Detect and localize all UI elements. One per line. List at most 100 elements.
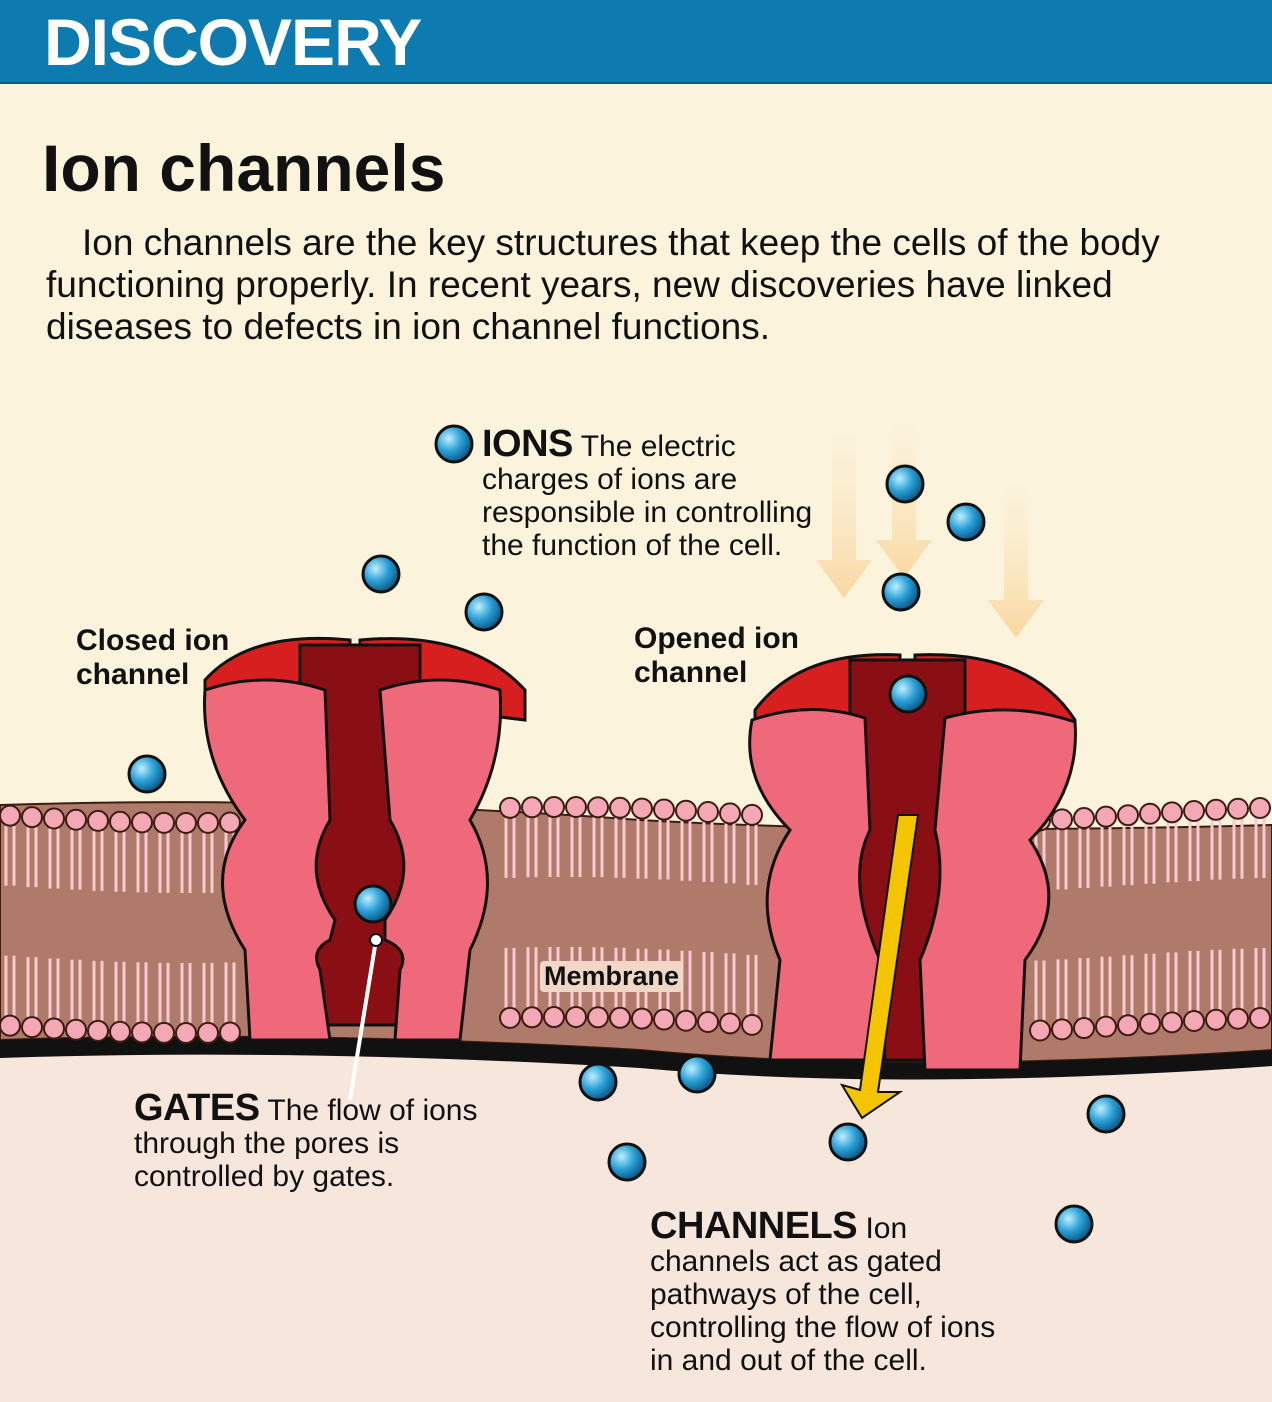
lipid-head — [175, 811, 197, 834]
lipid-tail — [548, 817, 560, 878]
ion-icon — [353, 884, 393, 924]
lipid-tail — [70, 959, 82, 1020]
channels-note-line4: controlling the flow of ions — [650, 1311, 996, 1344]
opened-channel-label-line1: Opened ion — [634, 622, 799, 655]
lipid-head — [1249, 796, 1271, 819]
ion-flow-arrow — [839, 814, 920, 1120]
lipid-head — [1249, 1006, 1271, 1029]
lipid-tail — [202, 832, 214, 893]
lipid-head — [653, 798, 675, 821]
gates-note: GATES The flow of ions through the pores… — [134, 1089, 478, 1193]
ions-note-line1: The electric — [580, 430, 736, 463]
ion-icon — [828, 1122, 868, 1162]
ion-icon — [434, 424, 474, 464]
lipid-head — [631, 797, 653, 820]
opened-channel-label: Opened ion channel — [634, 622, 799, 690]
header-bar: DISCOVERY — [0, 0, 1272, 84]
lipid-tail — [702, 822, 714, 883]
ions-note: IONS The electric charges of ions are re… — [482, 425, 813, 562]
lipid-head — [153, 1021, 175, 1044]
membrane-label: Membrane — [540, 961, 684, 992]
lipid-head — [499, 1006, 521, 1029]
lipid-tail — [658, 819, 670, 880]
ions-note-line2: charges of ions are — [482, 463, 738, 496]
lipid-tail — [180, 962, 192, 1023]
lipid-head — [1139, 1012, 1161, 1035]
channels-note-line5: in and out of the cell. — [650, 1344, 927, 1377]
lipid-tail — [1232, 818, 1244, 879]
lipid-head — [521, 1006, 543, 1029]
lipid-head — [131, 1021, 153, 1044]
lipid-tail — [724, 953, 736, 1014]
lipid-head — [1227, 1007, 1249, 1030]
ion-icon — [888, 674, 928, 714]
lipid-tail — [746, 824, 758, 885]
lipid-tail — [158, 962, 170, 1023]
ion-icon — [578, 1062, 618, 1102]
lipid-head — [65, 808, 87, 831]
closed-channel-label: Closed ion channel — [76, 624, 229, 692]
lipid-tail — [526, 817, 538, 878]
lipid-head — [1205, 798, 1227, 821]
lipid-head — [499, 796, 521, 819]
lipid-head — [1117, 1014, 1139, 1037]
lipid-head — [1139, 802, 1161, 825]
ions-note-line3: responsible in controlling — [482, 496, 813, 529]
lipid-tail — [1232, 948, 1244, 1009]
lipid-tail — [1254, 947, 1266, 1008]
lipid-head — [543, 1006, 565, 1029]
lipid-head — [1029, 1019, 1051, 1042]
lipid-head — [1073, 807, 1095, 830]
lipid-tail — [4, 825, 16, 886]
lipid-tail — [724, 823, 736, 884]
lipid-head — [1051, 808, 1073, 831]
lipid-tail — [4, 955, 16, 1016]
ions — [127, 424, 1126, 1244]
lipid-head — [197, 1021, 219, 1044]
lipid-tail — [592, 817, 604, 878]
lipid-head — [1161, 801, 1183, 824]
lipid-tail — [1188, 820, 1200, 881]
lipid-tail — [114, 831, 126, 892]
lipid-head — [21, 806, 43, 829]
lipid-tail — [526, 947, 538, 1008]
opened-channel-label-line2: channel — [634, 656, 748, 689]
lipid-head — [1051, 1018, 1073, 1041]
lipid-tail — [136, 962, 148, 1023]
channels-keyword: CHANNELS — [650, 1205, 858, 1247]
channels-note-line2: channels act as gated — [650, 1245, 942, 1278]
lipid-tail — [614, 817, 626, 878]
lipid-head — [21, 1016, 43, 1039]
lipid-head — [1183, 799, 1205, 822]
header-label: DISCOVERY — [44, 5, 422, 79]
ions-keyword: IONS — [482, 423, 573, 465]
lipid-head — [0, 804, 21, 827]
lipid-head — [87, 1019, 109, 1042]
lipid-head — [653, 1008, 675, 1031]
lipid-tail — [680, 820, 692, 881]
lipid-head — [1117, 804, 1139, 827]
closed-ion-channel — [203, 636, 527, 1042]
lipid-head — [741, 1013, 763, 1036]
lipid-tail — [1144, 953, 1156, 1014]
lipid-tail — [1210, 819, 1222, 880]
lipid-head — [521, 796, 543, 819]
gate-pointer-line — [348, 939, 378, 1101]
lipid-head — [609, 796, 631, 819]
lipid-head — [1073, 1017, 1095, 1040]
lipid-head — [1095, 805, 1117, 828]
lipid-tail — [1122, 955, 1134, 1016]
lipid-head — [631, 1007, 653, 1030]
channels-note: CHANNELS Ion channels act as gated pathw… — [650, 1207, 996, 1377]
ion-icon — [464, 592, 504, 632]
lipid-head — [543, 796, 565, 819]
lipid-tail — [136, 832, 148, 893]
gates-note-line3: controlled by gates. — [134, 1160, 395, 1193]
lipid-head — [65, 1018, 87, 1041]
lipid-head — [719, 1012, 741, 1035]
lipid-head — [741, 803, 763, 826]
lipid-head — [43, 807, 65, 830]
lipid-tail — [1122, 825, 1134, 886]
lipid-tail — [1078, 828, 1090, 889]
